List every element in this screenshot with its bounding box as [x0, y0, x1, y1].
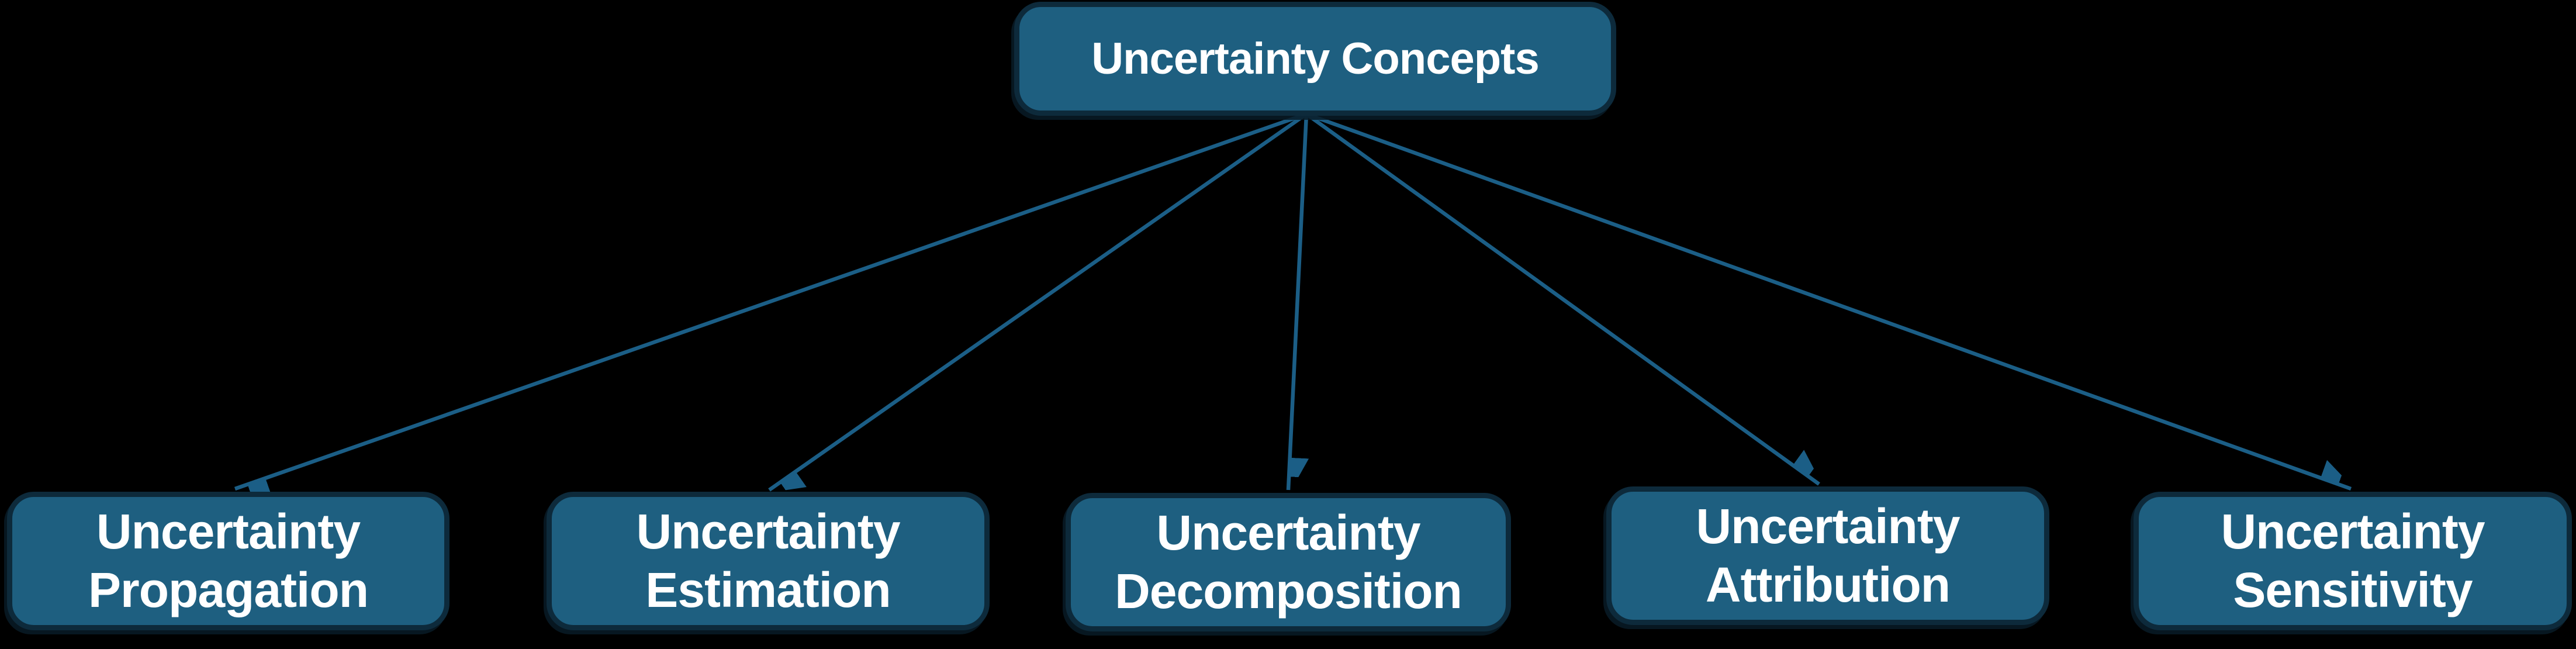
node-label-line2: Estimation	[645, 562, 891, 617]
node-label-line1: Uncertainty	[1696, 498, 1960, 554]
node-label-line2: Decomposition	[1115, 563, 1462, 619]
connector-root-to-propagation	[234, 112, 1308, 489]
node-label-line1: Uncertainty	[636, 503, 900, 559]
node-uncertainty-estimation[interactable]: Uncertainty Estimation	[547, 492, 990, 630]
node-label-line1: Uncertainty	[1156, 505, 1420, 560]
connector-root-to-sensitivity	[1305, 112, 2352, 491]
node-label: Uncertainty Concepts	[1091, 34, 1539, 84]
node-label-line2: Sensitivity	[2233, 562, 2473, 617]
connector-root-to-attribution	[1305, 112, 1820, 486]
node-uncertainty-sensitivity[interactable]: Uncertainty Sensitivity	[2134, 492, 2572, 630]
node-label-line1: Uncertainty	[96, 503, 361, 559]
node-label-line1: Uncertainty	[2221, 503, 2485, 559]
node-label: Uncertainty Propagation	[88, 503, 369, 620]
node-label: Uncertainty Attribution	[1696, 498, 1960, 615]
node-label: Uncertainty Estimation	[636, 503, 900, 620]
node-label-line2: Attribution	[1705, 557, 1951, 612]
node-label-line2: Propagation	[88, 562, 369, 617]
node-uncertainty-concepts[interactable]: Uncertainty Concepts	[1014, 2, 1616, 116]
node-uncertainty-decomposition[interactable]: Uncertainty Decomposition	[1066, 493, 1511, 631]
node-uncertainty-attribution[interactable]: Uncertainty Attribution	[1606, 486, 2049, 625]
node-uncertainty-propagation[interactable]: Uncertainty Propagation	[7, 492, 449, 630]
connector-root-to-estimation	[768, 112, 1308, 490]
node-label: Uncertainty Decomposition	[1115, 504, 1462, 621]
connector-root-to-decomposition	[1286, 113, 1306, 491]
node-label: Uncertainty Sensitivity	[2221, 503, 2485, 620]
